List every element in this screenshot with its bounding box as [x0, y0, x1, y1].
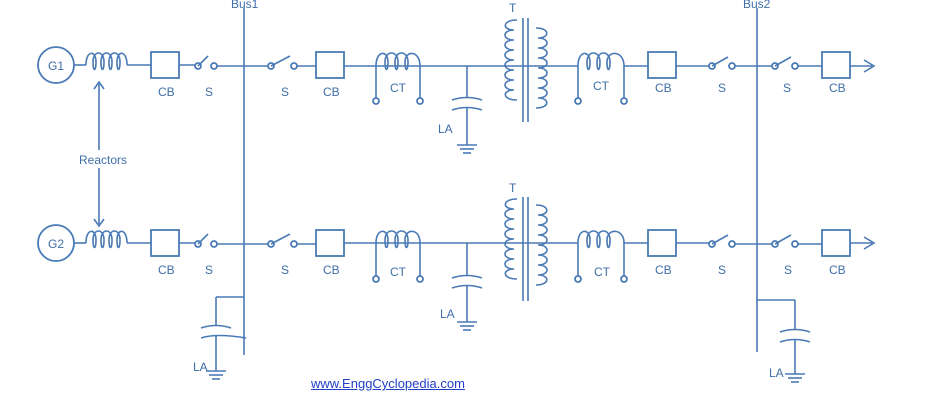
- bus2-lightning-arrester: LA: [757, 299, 811, 383]
- ct-label: CT: [593, 79, 610, 93]
- switch-blade: [270, 55, 291, 67]
- reactors-label: Reactors: [79, 153, 127, 167]
- feeder-1: G1 CB S S CB CT: [37, 1, 876, 154]
- transformer-primary-coil: [504, 198, 518, 280]
- cb-label: CB: [829, 81, 846, 95]
- transformer-primary-coil: [504, 19, 518, 101]
- circuit-breaker-box: [647, 51, 677, 79]
- circuit-breaker-box: [150, 229, 180, 257]
- circuit-breaker-box: [821, 229, 851, 257]
- circuit-breaker-box: [315, 51, 345, 79]
- switch-label: S: [718, 81, 726, 95]
- switch-blade: [197, 55, 209, 67]
- cb-label: CB: [323, 263, 340, 277]
- feeder-2: G2 CB S S CB CT LA T: [37, 181, 876, 331]
- switch-blade: [270, 233, 291, 245]
- lightning-arrester-label: LA: [769, 366, 784, 380]
- lightning-arrester-label: LA: [440, 307, 455, 321]
- current-transformer-coil: [375, 52, 421, 100]
- switch-blade: [711, 56, 729, 67]
- website-link[interactable]: www.EnggCyclopedia.com: [311, 376, 465, 391]
- switch-label: S: [281, 263, 289, 277]
- output-arrow: [863, 236, 876, 250]
- cb-label: CB: [323, 85, 340, 99]
- ct-label: CT: [594, 265, 611, 279]
- switch-label: S: [205, 263, 213, 277]
- switch-blade: [711, 234, 729, 245]
- transformer-label: T: [509, 181, 517, 195]
- lightning-arrester-label: LA: [193, 360, 208, 374]
- generator-g2-label: G2: [48, 237, 64, 251]
- current-transformer-coil: [577, 230, 625, 278]
- output-arrow: [863, 59, 876, 73]
- switch-label: S: [205, 85, 213, 99]
- switch-label: S: [783, 81, 791, 95]
- reactor-coil-2: [85, 230, 128, 249]
- cb-label: CB: [158, 263, 175, 277]
- circuit-breaker-box: [150, 51, 180, 79]
- generator-g1-label: G1: [48, 59, 64, 73]
- ct-label: CT: [390, 81, 407, 95]
- switch-blade: [774, 234, 792, 245]
- bus1-label: Bus1: [231, 0, 259, 11]
- cb-label: CB: [829, 263, 846, 277]
- circuit-breaker-box: [647, 229, 677, 257]
- current-transformer-coil: [577, 52, 625, 100]
- transformer-secondary-coil: [535, 204, 548, 286]
- current-transformer-coil: [375, 230, 421, 278]
- lightning-arrester-label: LA: [438, 122, 453, 136]
- bus2-label: Bus2: [743, 0, 771, 11]
- switch-blade: [774, 56, 792, 67]
- transformer-secondary-coil: [535, 27, 548, 109]
- switch-label: S: [281, 85, 289, 99]
- cb-label: CB: [655, 81, 672, 95]
- cb-label: CB: [158, 85, 175, 99]
- cb-label: CB: [655, 263, 672, 277]
- circuit-breaker-box: [821, 51, 851, 79]
- bus1-lightning-arrester: LA: [193, 296, 247, 380]
- switch-label: S: [784, 263, 792, 277]
- circuit-breaker-box: [315, 229, 345, 257]
- switch-label: S: [718, 263, 726, 277]
- ct-label: CT: [390, 265, 407, 279]
- reactor-coil-1: [85, 52, 128, 71]
- transformer-label: T: [509, 1, 517, 15]
- switch-blade: [197, 233, 209, 245]
